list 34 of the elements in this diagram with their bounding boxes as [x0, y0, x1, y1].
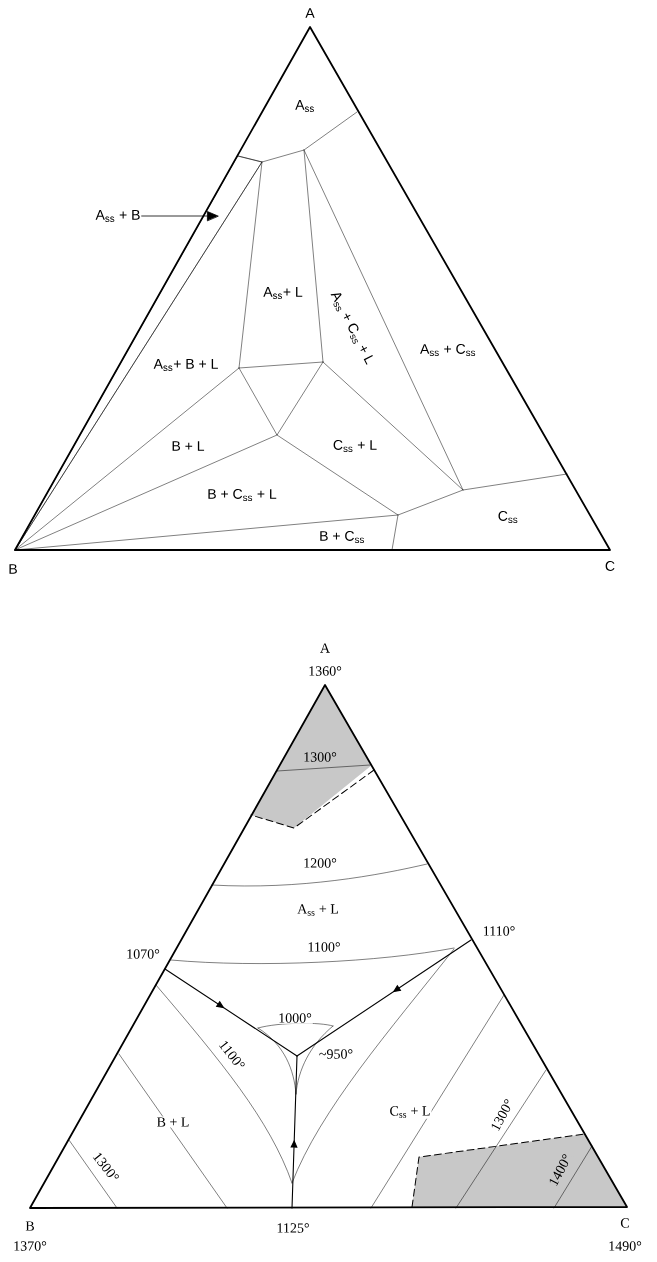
- phase-label: C$_{ss}$ + L: [388, 1105, 432, 1119]
- phase-label: A$_{ss}$ + C$_{ss}$: [419, 343, 477, 357]
- temperature-label: 1070°: [125, 948, 161, 960]
- temperature-label: 1000°: [277, 1012, 313, 1024]
- temperature-label: 1370°: [12, 1240, 48, 1252]
- phase-label: A$_{ss}$ + L: [296, 903, 340, 917]
- temperature-label: 1200°: [302, 857, 338, 869]
- vertex-label: C: [619, 1217, 631, 1229]
- phase-region: [14, 155, 263, 551]
- vertex-label: A: [304, 7, 316, 19]
- phase-label: C$_{ss}$ + L: [331, 439, 379, 453]
- phase-label: C$_{ss}$: [496, 510, 520, 525]
- temperature-label: 1300°: [488, 1096, 516, 1134]
- vertex-label: C: [603, 560, 617, 572]
- temperature-label: 1490°: [607, 1240, 643, 1252]
- temperature-label: 1400°: [546, 1151, 574, 1189]
- temperature-label: 1110°: [481, 925, 517, 937]
- vertex-label: A: [318, 642, 332, 654]
- phase-label: A$_{ss}$: [294, 99, 316, 113]
- phase-label: B + L: [155, 1116, 191, 1128]
- vertex-label: B: [7, 563, 19, 575]
- phase-label: A$_{ss}$+ B + L: [152, 358, 220, 372]
- phase-label: B + L: [170, 440, 206, 452]
- temperature-label: ~950°: [317, 1048, 355, 1060]
- phase-label: A$_{ss}$ + C$_{ss}$ + L: [327, 288, 377, 368]
- phase-label: B + C$_{ss}$: [318, 530, 366, 545]
- temperature-label: 1360°: [307, 665, 343, 677]
- temperature-label: 1125°: [275, 1222, 311, 1234]
- leader-arrow: [141, 211, 219, 221]
- temperature-label: 1100°: [306, 941, 342, 953]
- phase-label: B + C$_{ss}$ + L: [206, 488, 278, 503]
- temperature-label: 1300°: [302, 751, 338, 763]
- phase-label: A$_{ss}$ + B: [95, 210, 140, 222]
- vertex-label: B: [24, 1220, 36, 1232]
